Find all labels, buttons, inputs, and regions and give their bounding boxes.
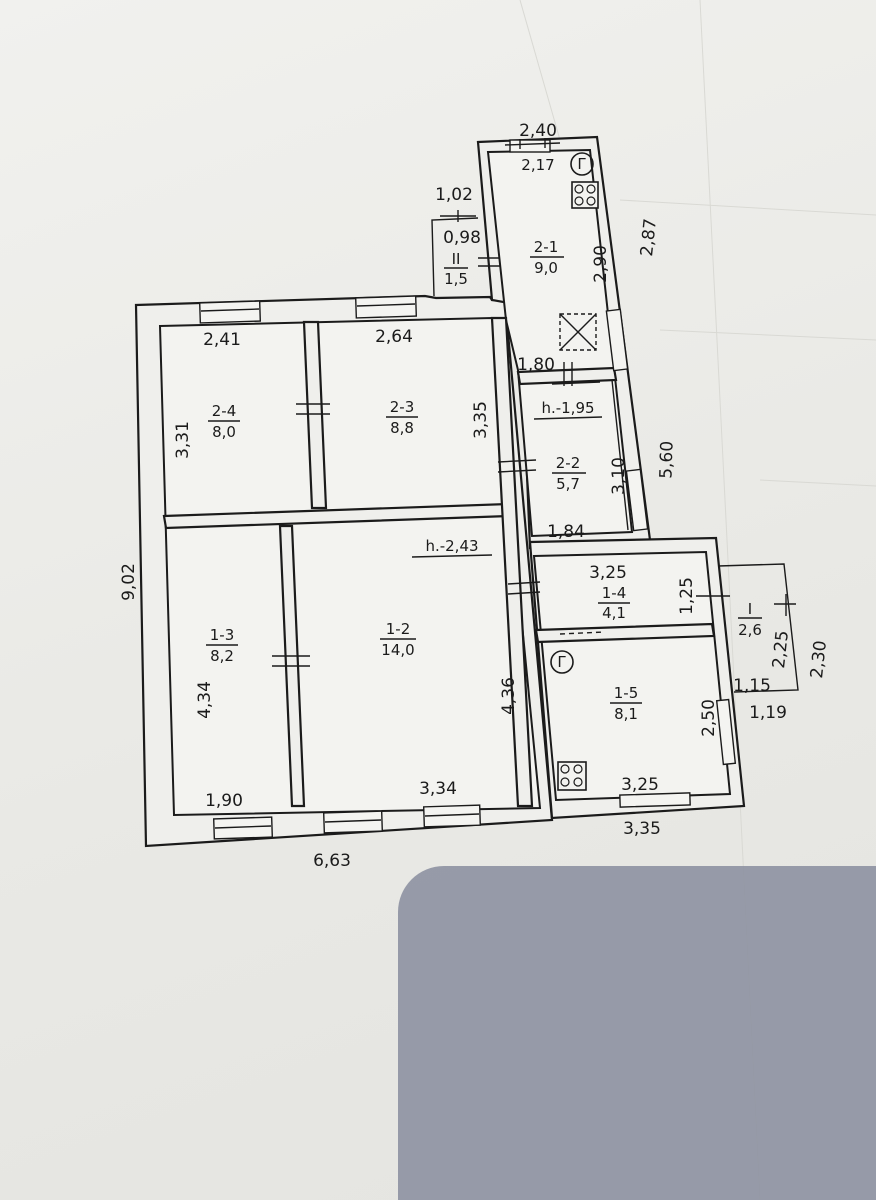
door-marks	[272, 257, 730, 667]
dim-label: 2,87	[637, 218, 661, 258]
step-outline	[717, 563, 799, 693]
dim-label: 6,63	[313, 851, 351, 871]
room-id: 1-3	[210, 626, 235, 644]
dim-label: 2,17	[521, 156, 554, 174]
dim-label: 2,64	[375, 327, 413, 347]
dim-label: 3,25	[621, 775, 659, 795]
room-1-2: 1-2 14,0	[380, 620, 416, 659]
room-area: 9,0	[534, 259, 558, 277]
room-area: 8,1	[614, 705, 638, 723]
height-mark-1-2: h.-2,43	[425, 537, 478, 555]
dim-label: 3,35	[623, 819, 661, 839]
room-id: 1-4	[602, 584, 627, 602]
room-1-3: 1-3 8,2	[206, 626, 238, 665]
gas-marker-kitchen: Г	[570, 152, 594, 176]
dim-label: 0,98	[443, 228, 481, 248]
dim-label: 2,40	[519, 121, 557, 141]
dimension-lines	[504, 138, 629, 531]
room-id: 2-1	[534, 238, 559, 256]
gas-letter: Г	[557, 653, 566, 671]
room-area: 8,2	[210, 647, 234, 665]
room-step: I 2,6	[738, 600, 762, 639]
dim-label: 1,15	[733, 676, 771, 696]
dim-label: 4,34	[195, 681, 215, 719]
room-id: 2-2	[556, 454, 581, 472]
room-id: 1-2	[386, 620, 411, 638]
dim-label: 3,10	[609, 457, 629, 495]
dim-label: 1,84	[547, 522, 585, 542]
dim-label: 3,25	[589, 563, 627, 583]
room-id: 2-4	[212, 402, 237, 420]
dim-label: 2,50	[699, 699, 719, 737]
room-1-4: 1-4 4,1	[598, 584, 630, 622]
room-id: II	[452, 250, 461, 268]
room-2-4: 2-4 8,0	[208, 402, 240, 441]
room-2-3: 2-3 8,8	[386, 398, 418, 437]
room-2-2: 2-2 5,7	[552, 454, 586, 493]
dim-label: 1,90	[205, 791, 243, 811]
photo-shadow	[398, 866, 876, 1200]
room-area: 1,5	[444, 270, 468, 288]
room-id: 1-5	[614, 684, 639, 702]
dim-label: 1,80	[517, 355, 555, 375]
dim-label: 5,60	[656, 441, 677, 480]
dim-label: 2,41	[203, 330, 241, 350]
porch-outline	[431, 210, 479, 297]
room-area: 8,8	[390, 419, 414, 437]
dim-label: 4,36	[499, 677, 519, 715]
room-id: I	[748, 600, 752, 618]
dim-label: 1,19	[749, 703, 787, 723]
room-area: 2,6	[738, 621, 762, 639]
room-2-1: 2-1 9,0	[530, 238, 564, 277]
room-area: 4,1	[602, 604, 626, 622]
dimension-labels: 2,40 2,17 1,02 0,98 2,90 2,87 2,41 2,64 …	[119, 121, 831, 871]
dim-label: 3,34	[419, 779, 457, 799]
stove-icon	[557, 761, 587, 791]
dim-label: 1,02	[435, 185, 473, 205]
interior-walls	[162, 316, 716, 808]
stove-icon	[571, 181, 599, 209]
gas-marker-room-1-5: Г	[550, 650, 574, 674]
inner-floor-main	[158, 316, 542, 817]
dim-label: 1,25	[677, 577, 697, 615]
room-area: 14,0	[381, 641, 414, 659]
room-id: 2-3	[390, 398, 415, 416]
chimney-vent-icon	[559, 313, 597, 351]
inner-floor-right-annex	[532, 550, 732, 802]
gas-letter: Г	[577, 155, 586, 173]
windows	[198, 139, 737, 840]
dim-label: 2,30	[807, 640, 831, 680]
dim-label: 3,31	[173, 421, 193, 459]
dim-label: 2,25	[769, 630, 793, 670]
room-1-5: 1-5 8,1	[610, 684, 642, 723]
room-area: 5,7	[556, 475, 580, 493]
height-mark-2-2: h.-1,95	[541, 399, 594, 417]
dim-label: 3,35	[471, 401, 491, 439]
room-area: 8,0	[212, 423, 236, 441]
dim-label: 2,90	[591, 245, 611, 283]
room-porch: II 1,5	[444, 250, 468, 288]
dim-label: 9,02	[119, 563, 139, 601]
